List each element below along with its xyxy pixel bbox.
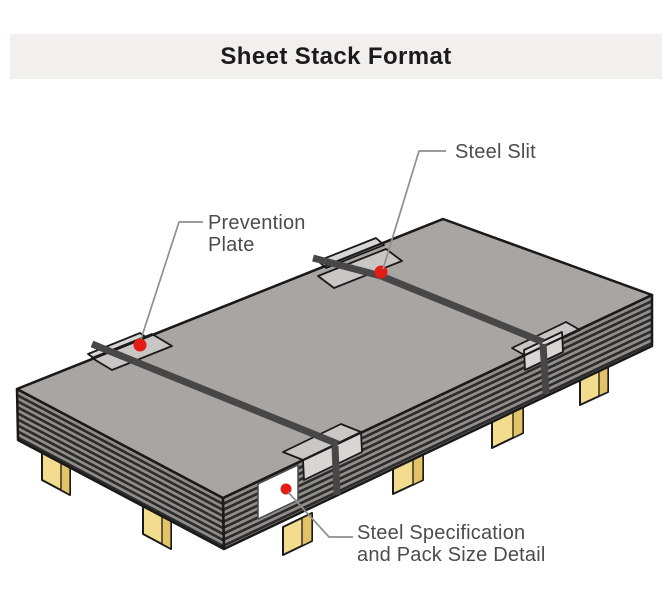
prevention-plate-label: Prevention Plate [208, 212, 306, 256]
prevention-plate-marker [133, 338, 147, 352]
steel-specification-label-line1: Steel Specification [357, 522, 526, 544]
top-edge-line [16, 217, 444, 391]
steel-slit-label: Steel Slit [455, 141, 536, 163]
leader-steel-slit [382, 150, 446, 270]
prevention-plate-label-line2: Plate [208, 234, 255, 256]
pallet-block [282, 512, 313, 556]
title-band: Sheet Stack Format [10, 34, 662, 79]
page-title: Sheet Stack Format [220, 42, 452, 70]
prevention-plate-label-line1: Prevention [208, 212, 306, 234]
stack-side-left-face [15, 387, 226, 551]
steel-slit-label-text: Steel Slit [455, 141, 536, 163]
strap-left [90, 340, 341, 496]
spec-label-plate [257, 464, 299, 520]
front-edge-line [222, 294, 653, 499]
steel-specification-label-line2: and Pack Size Detail [357, 544, 546, 566]
steel-specification-label: Steel Specification and Pack Size Detail [357, 522, 546, 566]
leader-steel-specification [287, 491, 353, 538]
pallet-blocks [41, 363, 609, 556]
leader-prevention-plate [140, 221, 203, 340]
steel-slit-marker [374, 265, 388, 279]
sheet-layer-lines-left [17, 393, 224, 548]
